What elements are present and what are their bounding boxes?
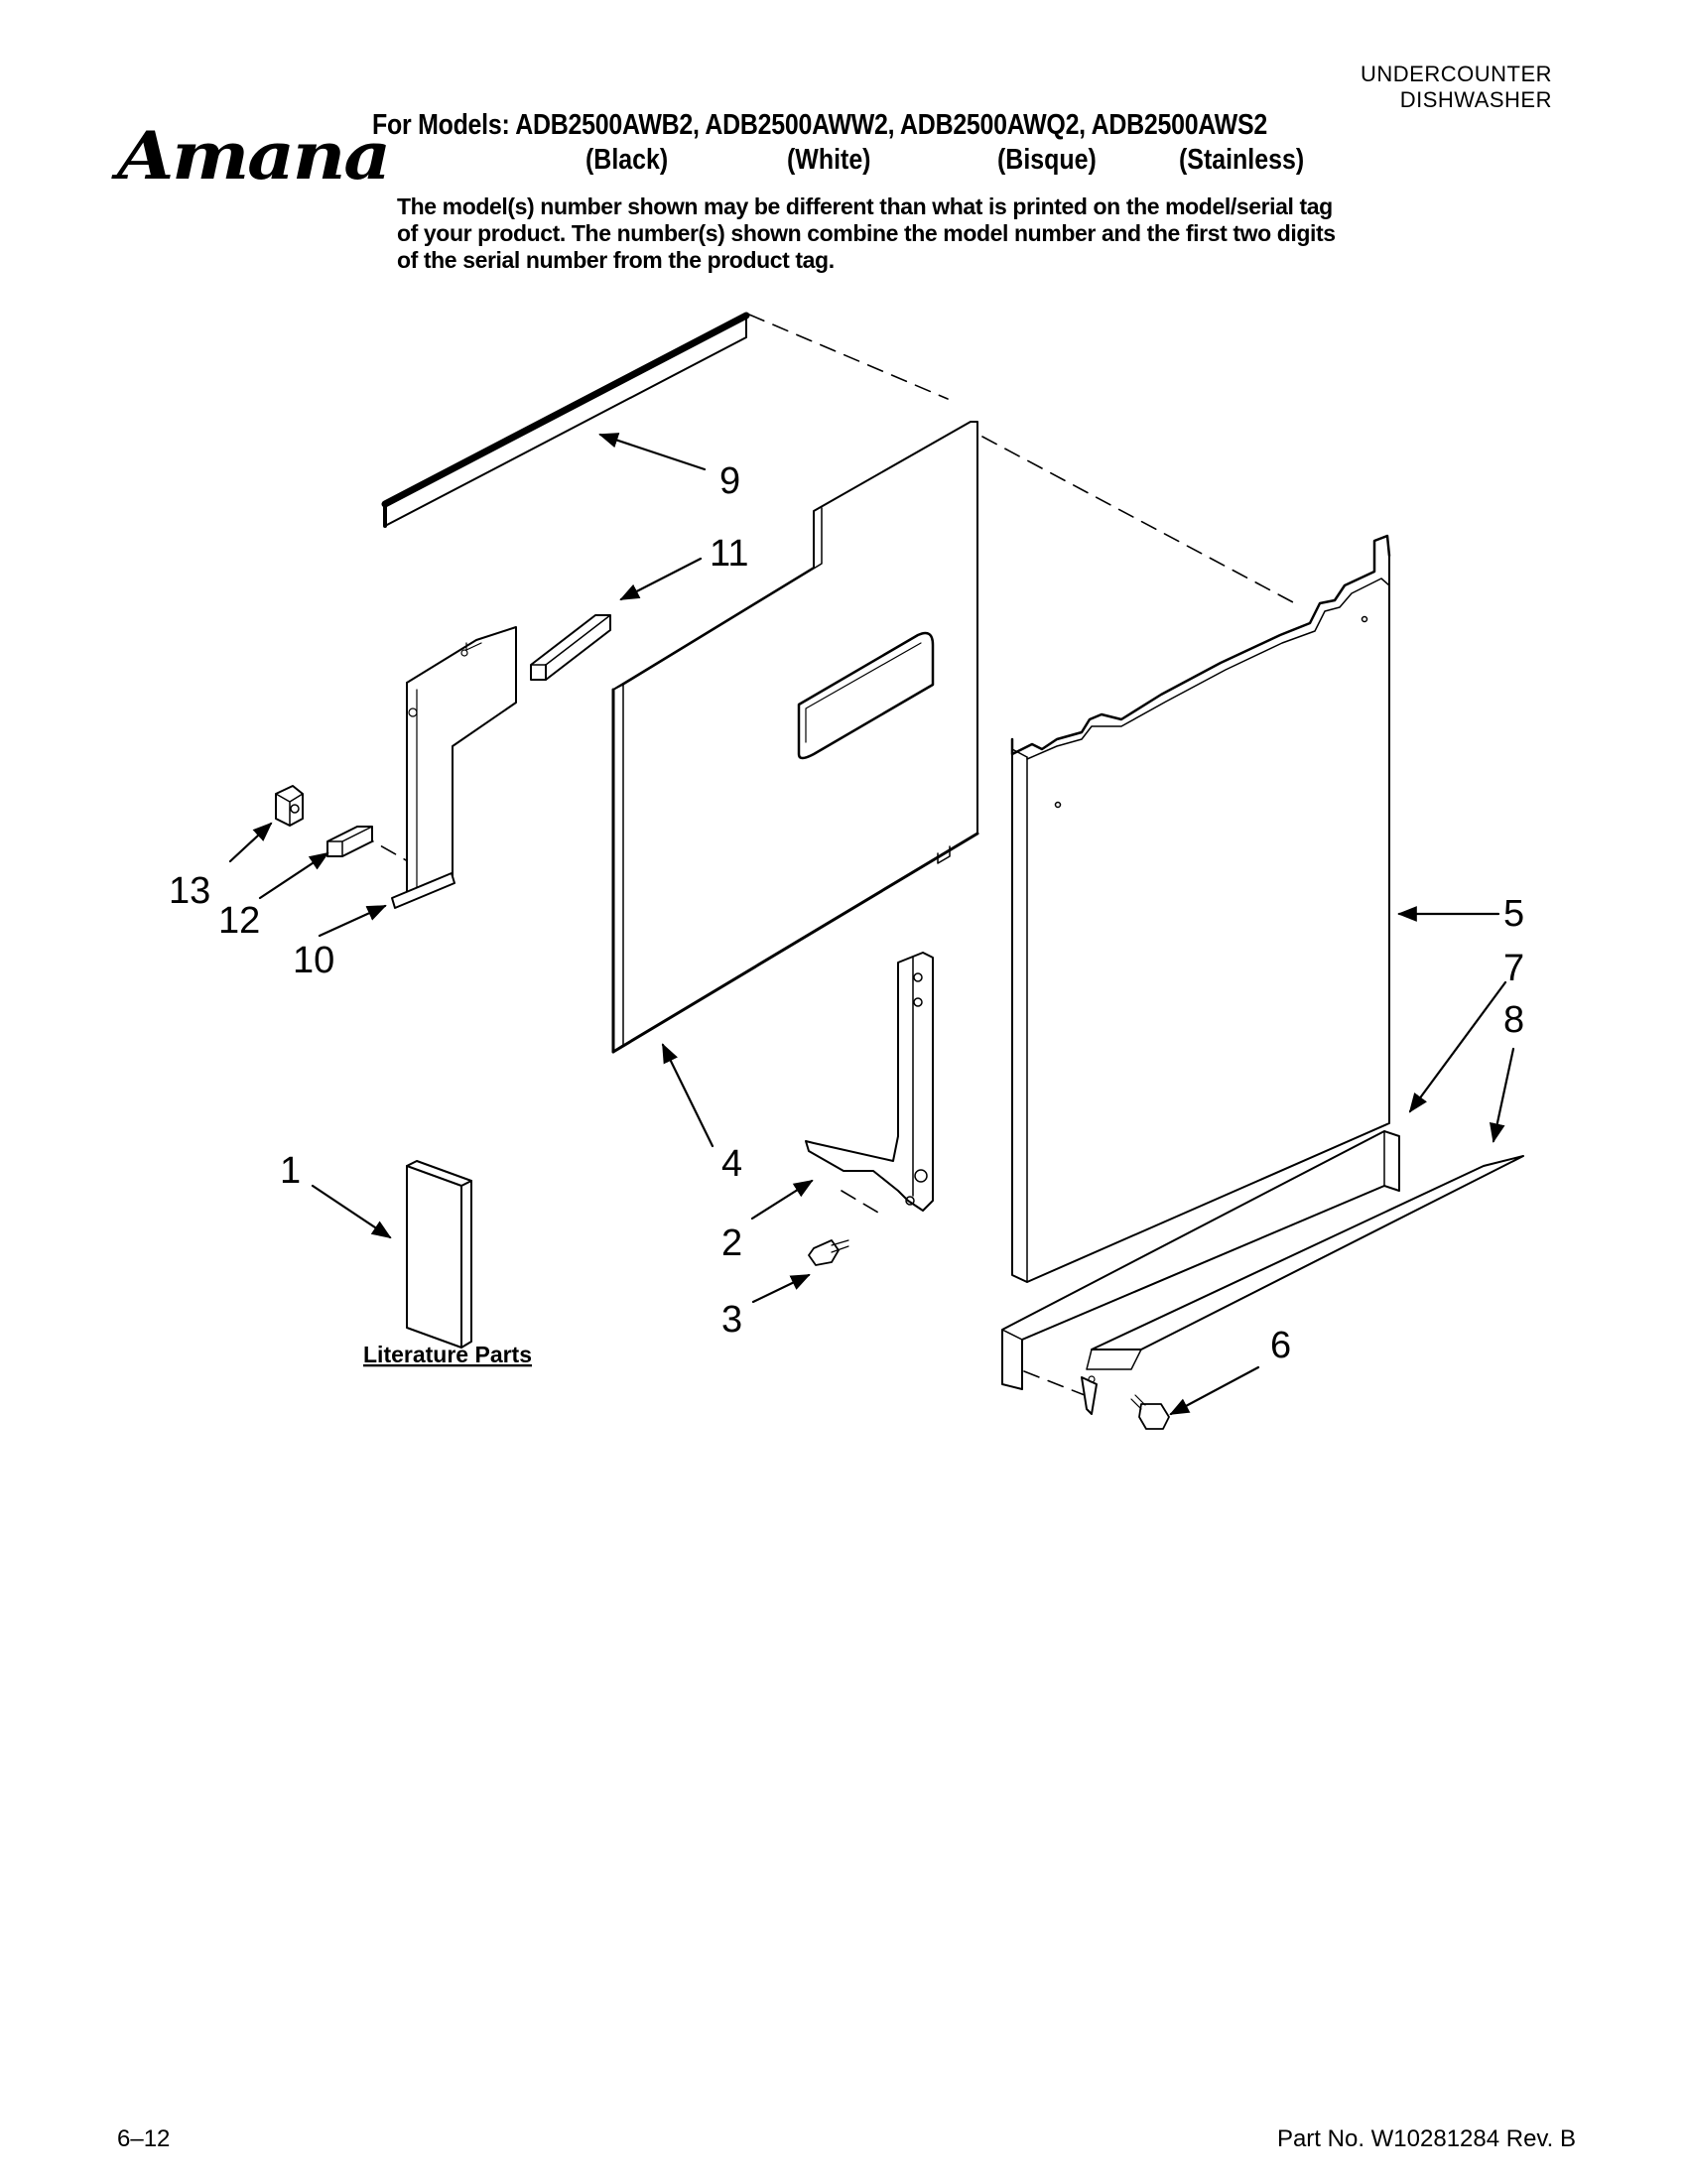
part-1-literature bbox=[406, 1160, 472, 1349]
model-disclaimer: The model(s) number shown may be differe… bbox=[397, 193, 1336, 273]
callout-13: 13 bbox=[169, 870, 210, 912]
callout-2: 2 bbox=[721, 1222, 742, 1264]
callout-5: 5 bbox=[1503, 893, 1524, 935]
literature-parts-label: Literature Parts bbox=[363, 1342, 532, 1367]
category-line-1: UNDERCOUNTER bbox=[1361, 62, 1552, 86]
callout-8: 8 bbox=[1503, 999, 1524, 1041]
callout-11: 11 bbox=[710, 533, 748, 575]
part-10-bracket bbox=[391, 626, 517, 909]
part-12-pad bbox=[326, 826, 373, 857]
callout-6: 6 bbox=[1270, 1325, 1291, 1366]
callout-3: 3 bbox=[721, 1299, 742, 1341]
callout-1: 1 bbox=[280, 1150, 301, 1192]
category-line-2: DISHWASHER bbox=[1399, 87, 1552, 112]
models-line: For Models: ADB2500AWB2, ADB2500AWW2, AD… bbox=[372, 109, 1267, 141]
callout-12: 12 bbox=[218, 900, 260, 942]
brand-logo: Amana bbox=[117, 117, 391, 194]
part-5-outer-door bbox=[1010, 534, 1391, 1283]
callout-9: 9 bbox=[719, 460, 740, 502]
part-13-latch bbox=[275, 785, 304, 827]
callout-10: 10 bbox=[293, 940, 334, 981]
part-9-trim-strip bbox=[381, 312, 750, 528]
part-11-spacer bbox=[530, 614, 611, 681]
page-number: 6–12 bbox=[117, 2125, 171, 2152]
product-category: UNDERCOUNTER DISHWASHER bbox=[1254, 62, 1552, 113]
variant-stainless: (Stainless) bbox=[1179, 144, 1305, 176]
part-7-kick-plate bbox=[1001, 1130, 1400, 1390]
variant-black: (Black) bbox=[585, 144, 669, 176]
part-2-hinge-arm bbox=[805, 952, 934, 1212]
part-6-screw bbox=[1130, 1394, 1170, 1430]
callout-numbers: 1 2 3 4 5 6 7 8 9 10 11 12 13 Literature… bbox=[169, 460, 1524, 1367]
callout-4: 4 bbox=[721, 1143, 742, 1185]
part-number: Part No. W10281284 Rev. B bbox=[1276, 2125, 1576, 2152]
callout-7: 7 bbox=[1503, 948, 1524, 989]
variant-bisque: (Bisque) bbox=[997, 144, 1097, 176]
variant-white: (White) bbox=[787, 144, 871, 176]
part-3-screw bbox=[808, 1239, 849, 1266]
leader-arrows bbox=[228, 433, 1515, 1416]
part-4-door-panel bbox=[611, 421, 979, 1054]
part-8-toe-panel bbox=[1081, 1155, 1524, 1415]
